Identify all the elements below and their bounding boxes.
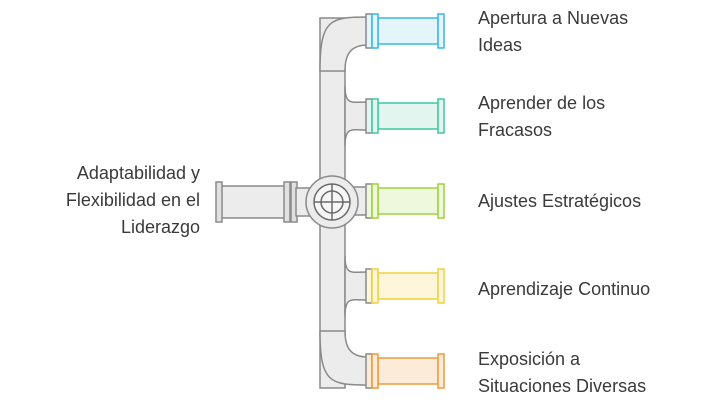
outlet-flange-left — [371, 183, 379, 219]
branch-label-line: Apertura a Nuevas — [478, 8, 629, 28]
pipe-outlet-icon — [365, 13, 445, 49]
pipe-outlet-icon — [365, 268, 445, 304]
outlet-flange-left — [371, 353, 379, 389]
outlet-pipe-body — [377, 17, 439, 45]
branch-label-aprendizaje: Aprendizaje Continuo — [478, 276, 650, 303]
branch-connector — [344, 255, 369, 317]
outlet-flange-inner — [365, 183, 373, 219]
branch-label-line: Exposición a — [478, 349, 581, 369]
branch-label-apertura: Apertura a Nuevas Ideas — [478, 5, 628, 59]
center-label: Adaptabilidad y Flexibilidad en el Lider… — [2, 160, 200, 241]
branch-outlets — [365, 13, 445, 389]
valve-wheel-icon — [305, 175, 359, 229]
pipe-outlet-icon — [365, 98, 445, 134]
center-label-line: Adaptabilidad y — [76, 163, 200, 183]
outlet-pipe-body — [377, 187, 439, 215]
branch-label-line: Fracasos — [478, 120, 553, 140]
outlet-flange-right — [437, 13, 445, 49]
branch-label-line: Aprendizaje Continuo — [478, 279, 651, 299]
outlet-flange-right — [437, 98, 445, 134]
outlet-pipe-body — [377, 272, 439, 300]
outlet-flange-inner — [365, 13, 373, 49]
outlet-flange-inner — [365, 268, 373, 304]
outlet-flange-right — [437, 268, 445, 304]
branch-label-line: Situaciones Diversas — [478, 376, 647, 396]
input-pipe — [215, 181, 313, 223]
pipe-outlet-icon — [365, 353, 445, 389]
branch-label-line: Ajustes Estratégicos — [478, 191, 642, 211]
outlet-flange-left — [371, 98, 379, 134]
outlet-flange-right — [437, 183, 445, 219]
branch-label-line: Aprender de los — [478, 93, 606, 113]
branch-connector — [344, 85, 369, 147]
branch-label-line: Ideas — [478, 35, 523, 55]
branch-label-exposicion: Exposición a Situaciones Diversas — [478, 346, 646, 400]
outlet-pipe-body — [377, 102, 439, 130]
center-label-line: Liderazgo — [120, 217, 200, 237]
pipe-outlet-icon — [365, 183, 445, 219]
branch-label-ajustes: Ajustes Estratégicos — [478, 188, 641, 215]
branch-label-fracasos: Aprender de los Fracasos — [478, 90, 605, 144]
outlet-pipe-body — [377, 357, 439, 385]
outlet-flange-inner — [365, 98, 373, 134]
outlet-flange-left — [371, 268, 379, 304]
outlet-flange-left — [371, 13, 379, 49]
outlet-flange-right — [437, 353, 445, 389]
outlet-flange-inner — [365, 353, 373, 389]
center-label-line: Flexibilidad en el — [65, 190, 200, 210]
